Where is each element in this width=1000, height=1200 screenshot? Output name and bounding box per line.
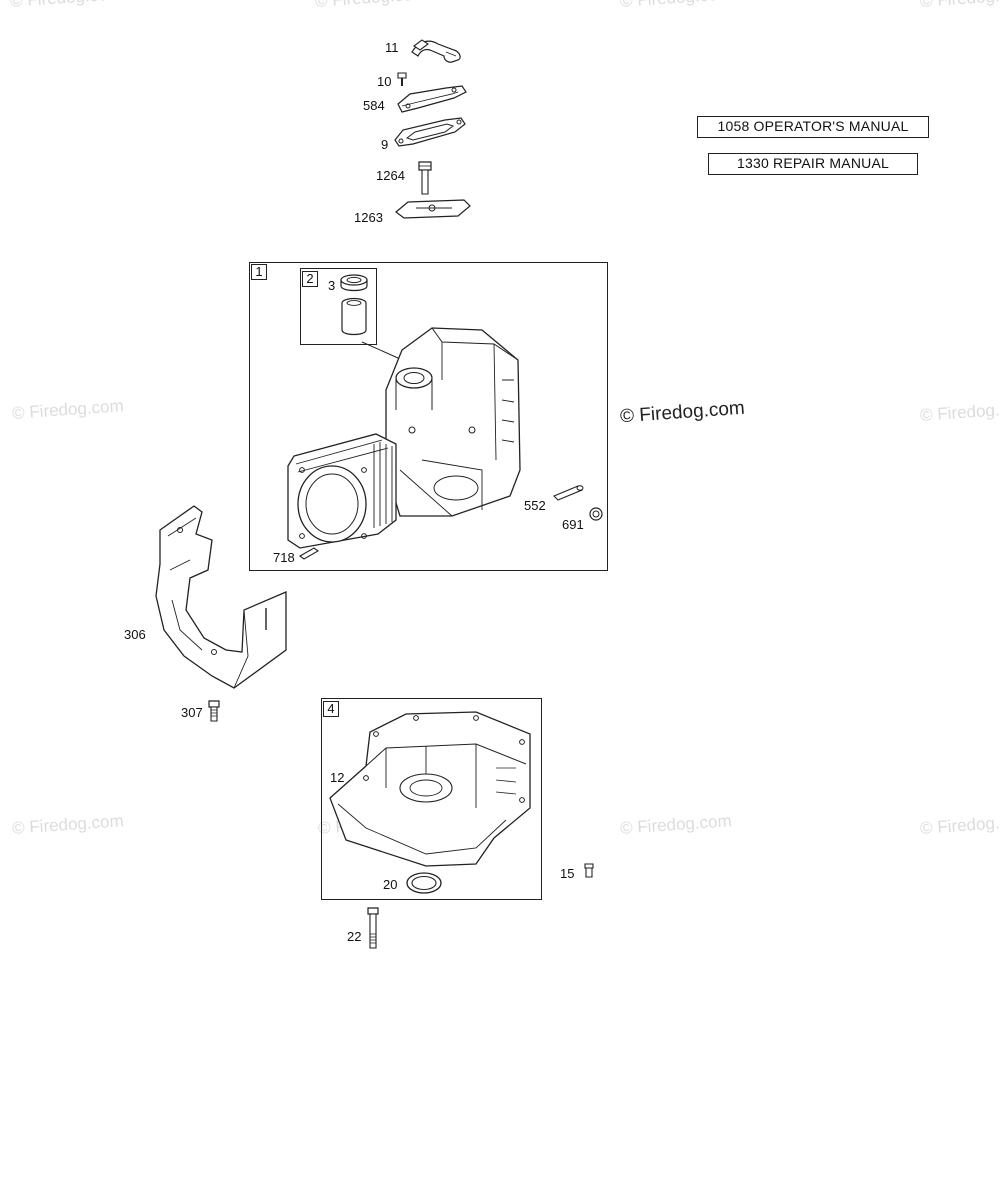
operators-manual-ref[interactable]: 1058 OPERATOR'S MANUAL [697,116,929,138]
cylinder-block-icon[interactable] [282,320,542,560]
part-label-552[interactable]: 552 [524,498,546,513]
part-label-306[interactable]: 306 [124,627,146,642]
part-label-691[interactable]: 691 [562,517,584,532]
watermark-text: © Firedog.com [919,398,1000,425]
breather-gasket-icon[interactable] [394,196,474,222]
dowel-pin-icon[interactable] [550,482,586,502]
watermark-text: © Firedog.com [619,811,733,838]
part-label-20[interactable]: 20 [383,877,398,892]
part-label-15[interactable]: 15 [560,866,575,881]
screw-icon[interactable] [396,72,408,88]
sump-group-frame [321,698,542,900]
part-label-3[interactable]: 3 [328,278,336,293]
sump-icon[interactable] [326,708,536,868]
group-callout-1[interactable]: 1 [251,264,267,280]
bushing-icon[interactable] [336,272,372,340]
part-label-718[interactable]: 718 [273,550,295,565]
plug-icon[interactable] [582,862,596,880]
repair-manual-ref[interactable]: 1330 REPAIR MANUAL [708,153,918,175]
watermark-main: © Firedog.com [619,397,746,428]
screw-icon[interactable] [206,700,222,724]
breather-cover-icon[interactable] [396,82,470,114]
watermark-text: © Firedog.com [11,396,125,423]
watermark-text: © Firedog.com [11,811,125,838]
group-callout-2[interactable]: 2 [302,271,318,287]
bushing-group-frame [300,268,377,345]
breather-tube-icon[interactable] [408,32,464,64]
part-label-10[interactable]: 10 [377,74,392,89]
part-label-1263[interactable]: 1263 [354,210,383,225]
plug-icon[interactable] [588,506,604,522]
part-label-307[interactable]: 307 [181,705,203,720]
part-label-22[interactable]: 22 [347,929,362,944]
dowel-pin-icon[interactable] [298,544,320,560]
watermark-text: © Firedog.com [919,811,1000,838]
cylinder-group-frame [249,262,608,571]
watermark-text: © Firedog.com [314,0,427,12]
part-label-584[interactable]: 584 [363,98,385,113]
group-callout-4[interactable]: 4 [323,701,339,717]
part-label-12[interactable]: 12 [330,770,345,785]
part-label-11[interactable]: 11 [385,40,399,55]
watermark-text: © Firedog.com [919,0,1000,12]
part-label-9[interactable]: 9 [381,137,389,152]
part-label-1264[interactable]: 1264 [376,168,405,183]
watermark-text: © Firedog.com [619,0,732,12]
deflector-shield-icon[interactable] [150,500,292,692]
oil-seal-icon[interactable] [404,870,444,896]
bolt-icon[interactable] [365,906,381,950]
gasket-icon[interactable] [393,114,467,148]
bolt-icon[interactable] [416,160,434,196]
watermark-text: © Firedog.com [9,0,122,12]
